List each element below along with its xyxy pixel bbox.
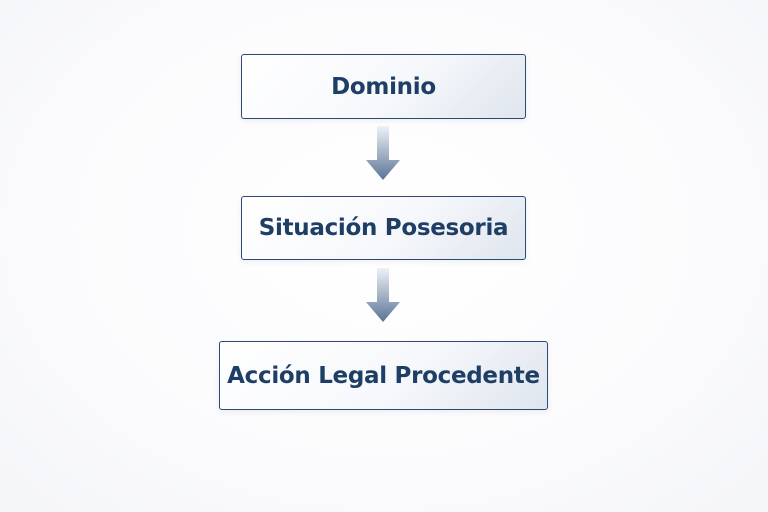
flow-node-dominio: Dominio <box>241 54 526 119</box>
node-label: Dominio <box>331 73 436 100</box>
node-label: Situación Posesoria <box>258 215 509 241</box>
flow-node-accion-legal-procedente: Acción Legal Procedente <box>219 341 548 410</box>
down-arrow-icon <box>366 268 400 322</box>
flow-node-situacion-posesoria: Situación Posesoria <box>241 196 526 260</box>
down-arrow-icon <box>366 126 400 180</box>
node-label: Acción Legal Procedente <box>227 362 540 389</box>
